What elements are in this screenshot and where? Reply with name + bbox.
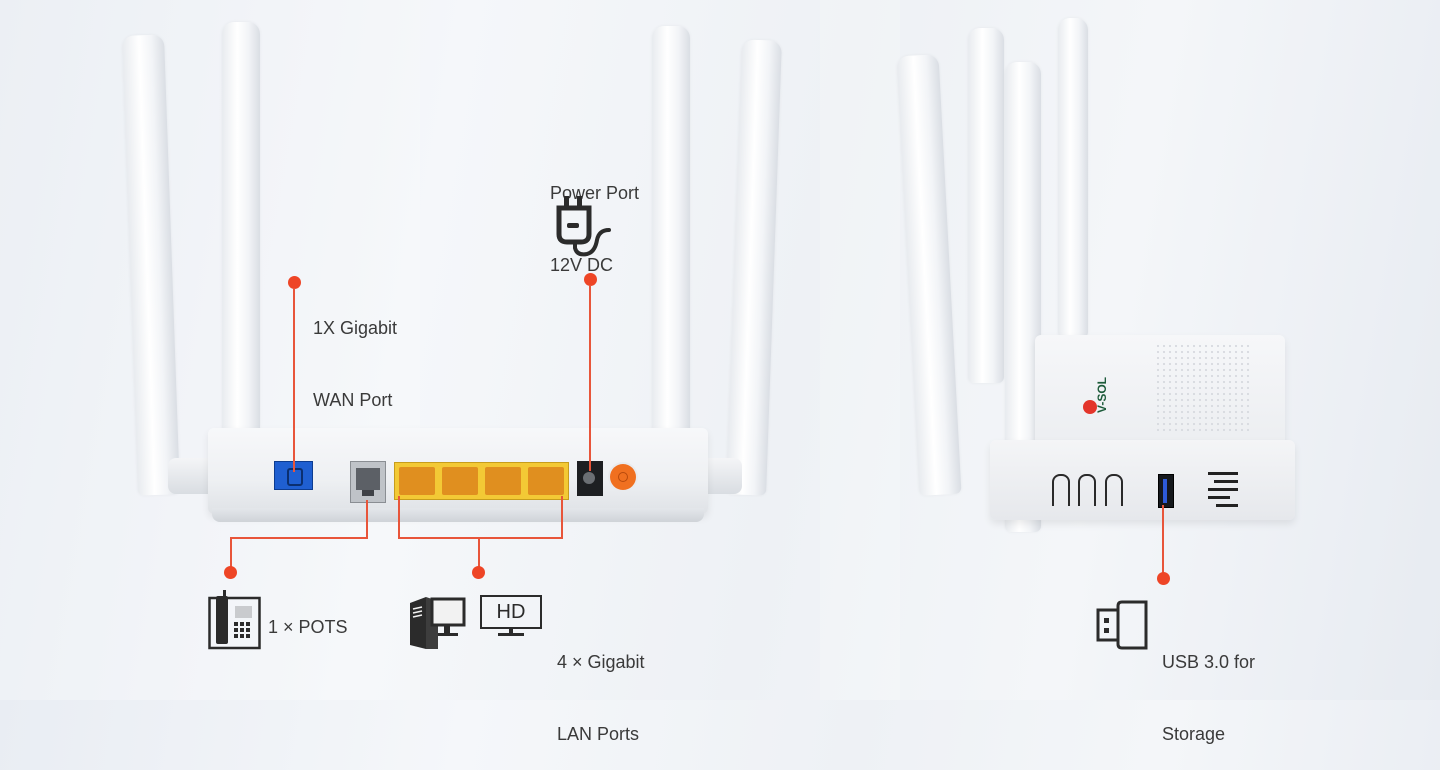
side-emblem	[1208, 472, 1240, 508]
antenna	[652, 26, 690, 496]
callout-line-lan	[398, 537, 563, 539]
router-base	[212, 508, 704, 522]
usb-label-line1: USB 3.0 for	[1162, 652, 1256, 672]
callout-line-power	[589, 285, 591, 471]
callout-dot-power	[584, 273, 597, 286]
lan-port-3	[485, 467, 521, 495]
lan-port-1	[399, 467, 435, 495]
power-label: Power Port 12V DC	[550, 133, 639, 301]
lan-ports	[394, 462, 569, 500]
power-button	[610, 464, 636, 490]
vent-slot	[1105, 474, 1123, 506]
background-panel	[0, 0, 420, 700]
lan-port-2	[442, 467, 478, 495]
power-plug-icon	[556, 196, 611, 257]
power-label-line2: 12V DC	[550, 255, 614, 275]
antenna	[896, 54, 962, 496]
vent-grille	[1155, 343, 1251, 431]
brand-logo-text: V-SOL	[1095, 376, 1109, 413]
background-panel	[820, 0, 900, 700]
telephone-icon	[208, 590, 261, 650]
wan-label-line2: WAN Port	[313, 390, 393, 410]
callout-line-wan	[293, 288, 295, 472]
vent-slot	[1052, 474, 1070, 506]
lan-label: 4 × Gigabit LAN Ports	[557, 602, 645, 770]
usb-label: USB 3.0 for Storage	[1162, 602, 1255, 770]
callout-dot-wan	[288, 276, 301, 289]
callout-line-lan	[478, 537, 480, 569]
callout-line-lan	[398, 496, 400, 538]
usb-label-line2: Storage	[1162, 724, 1226, 744]
brand-logo-mark	[1083, 400, 1097, 414]
router-side-panel	[990, 440, 1295, 520]
callout-dot-pots	[224, 566, 237, 579]
lan-port-4	[528, 467, 564, 495]
hd-monitor-icon: HD	[480, 595, 544, 637]
pots-port	[350, 461, 386, 503]
wan-label-line1: 1X Gigabit	[313, 318, 398, 338]
antenna	[222, 22, 260, 502]
power-label-line1: Power Port	[550, 183, 640, 203]
callout-line-pots	[366, 500, 368, 538]
usb-drive-icon	[1096, 600, 1148, 650]
callout-dot-lan	[472, 566, 485, 579]
callout-line-lan	[561, 496, 563, 538]
callout-line-pots	[230, 537, 232, 569]
wan-label: 1X Gigabit WAN Port	[313, 268, 397, 436]
usb-port	[1158, 474, 1174, 508]
callout-dot-usb	[1157, 572, 1170, 585]
callout-line-pots	[230, 537, 368, 539]
lan-label-line2: LAN Ports	[557, 724, 640, 744]
antenna	[726, 39, 782, 496]
router-top	[1035, 335, 1285, 445]
antenna	[1058, 18, 1088, 338]
vent-slot	[1078, 474, 1096, 506]
lan-label-line1: 4 × Gigabit	[557, 652, 645, 672]
pots-label: 1 × POTS	[268, 617, 348, 637]
hd-monitor-text: HD	[480, 595, 542, 629]
computer-icon	[410, 597, 466, 649]
antenna	[968, 28, 1004, 383]
callout-line-usb	[1162, 505, 1164, 573]
